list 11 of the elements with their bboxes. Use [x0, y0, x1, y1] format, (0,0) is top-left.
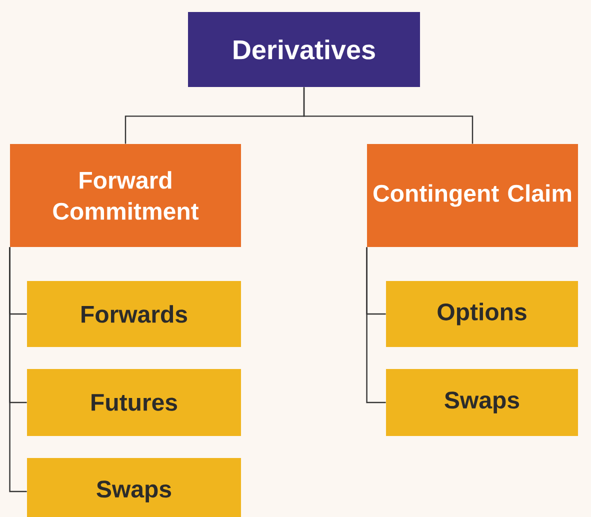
- instrument-box: Options: [386, 281, 578, 347]
- category-box: Contingent Claim: [367, 144, 578, 247]
- category-box: Forward Commitment: [10, 144, 241, 247]
- instrument-box: Swaps: [386, 369, 578, 436]
- instrument-box: Futures: [27, 369, 241, 436]
- instrument-box: Swaps: [27, 458, 241, 517]
- connector-line: [9, 247, 27, 492]
- connector-line: [366, 247, 386, 404]
- instrument-box: Forwards: [27, 281, 241, 347]
- connector-line: [303, 87, 474, 144]
- root-box: Derivatives: [188, 12, 420, 87]
